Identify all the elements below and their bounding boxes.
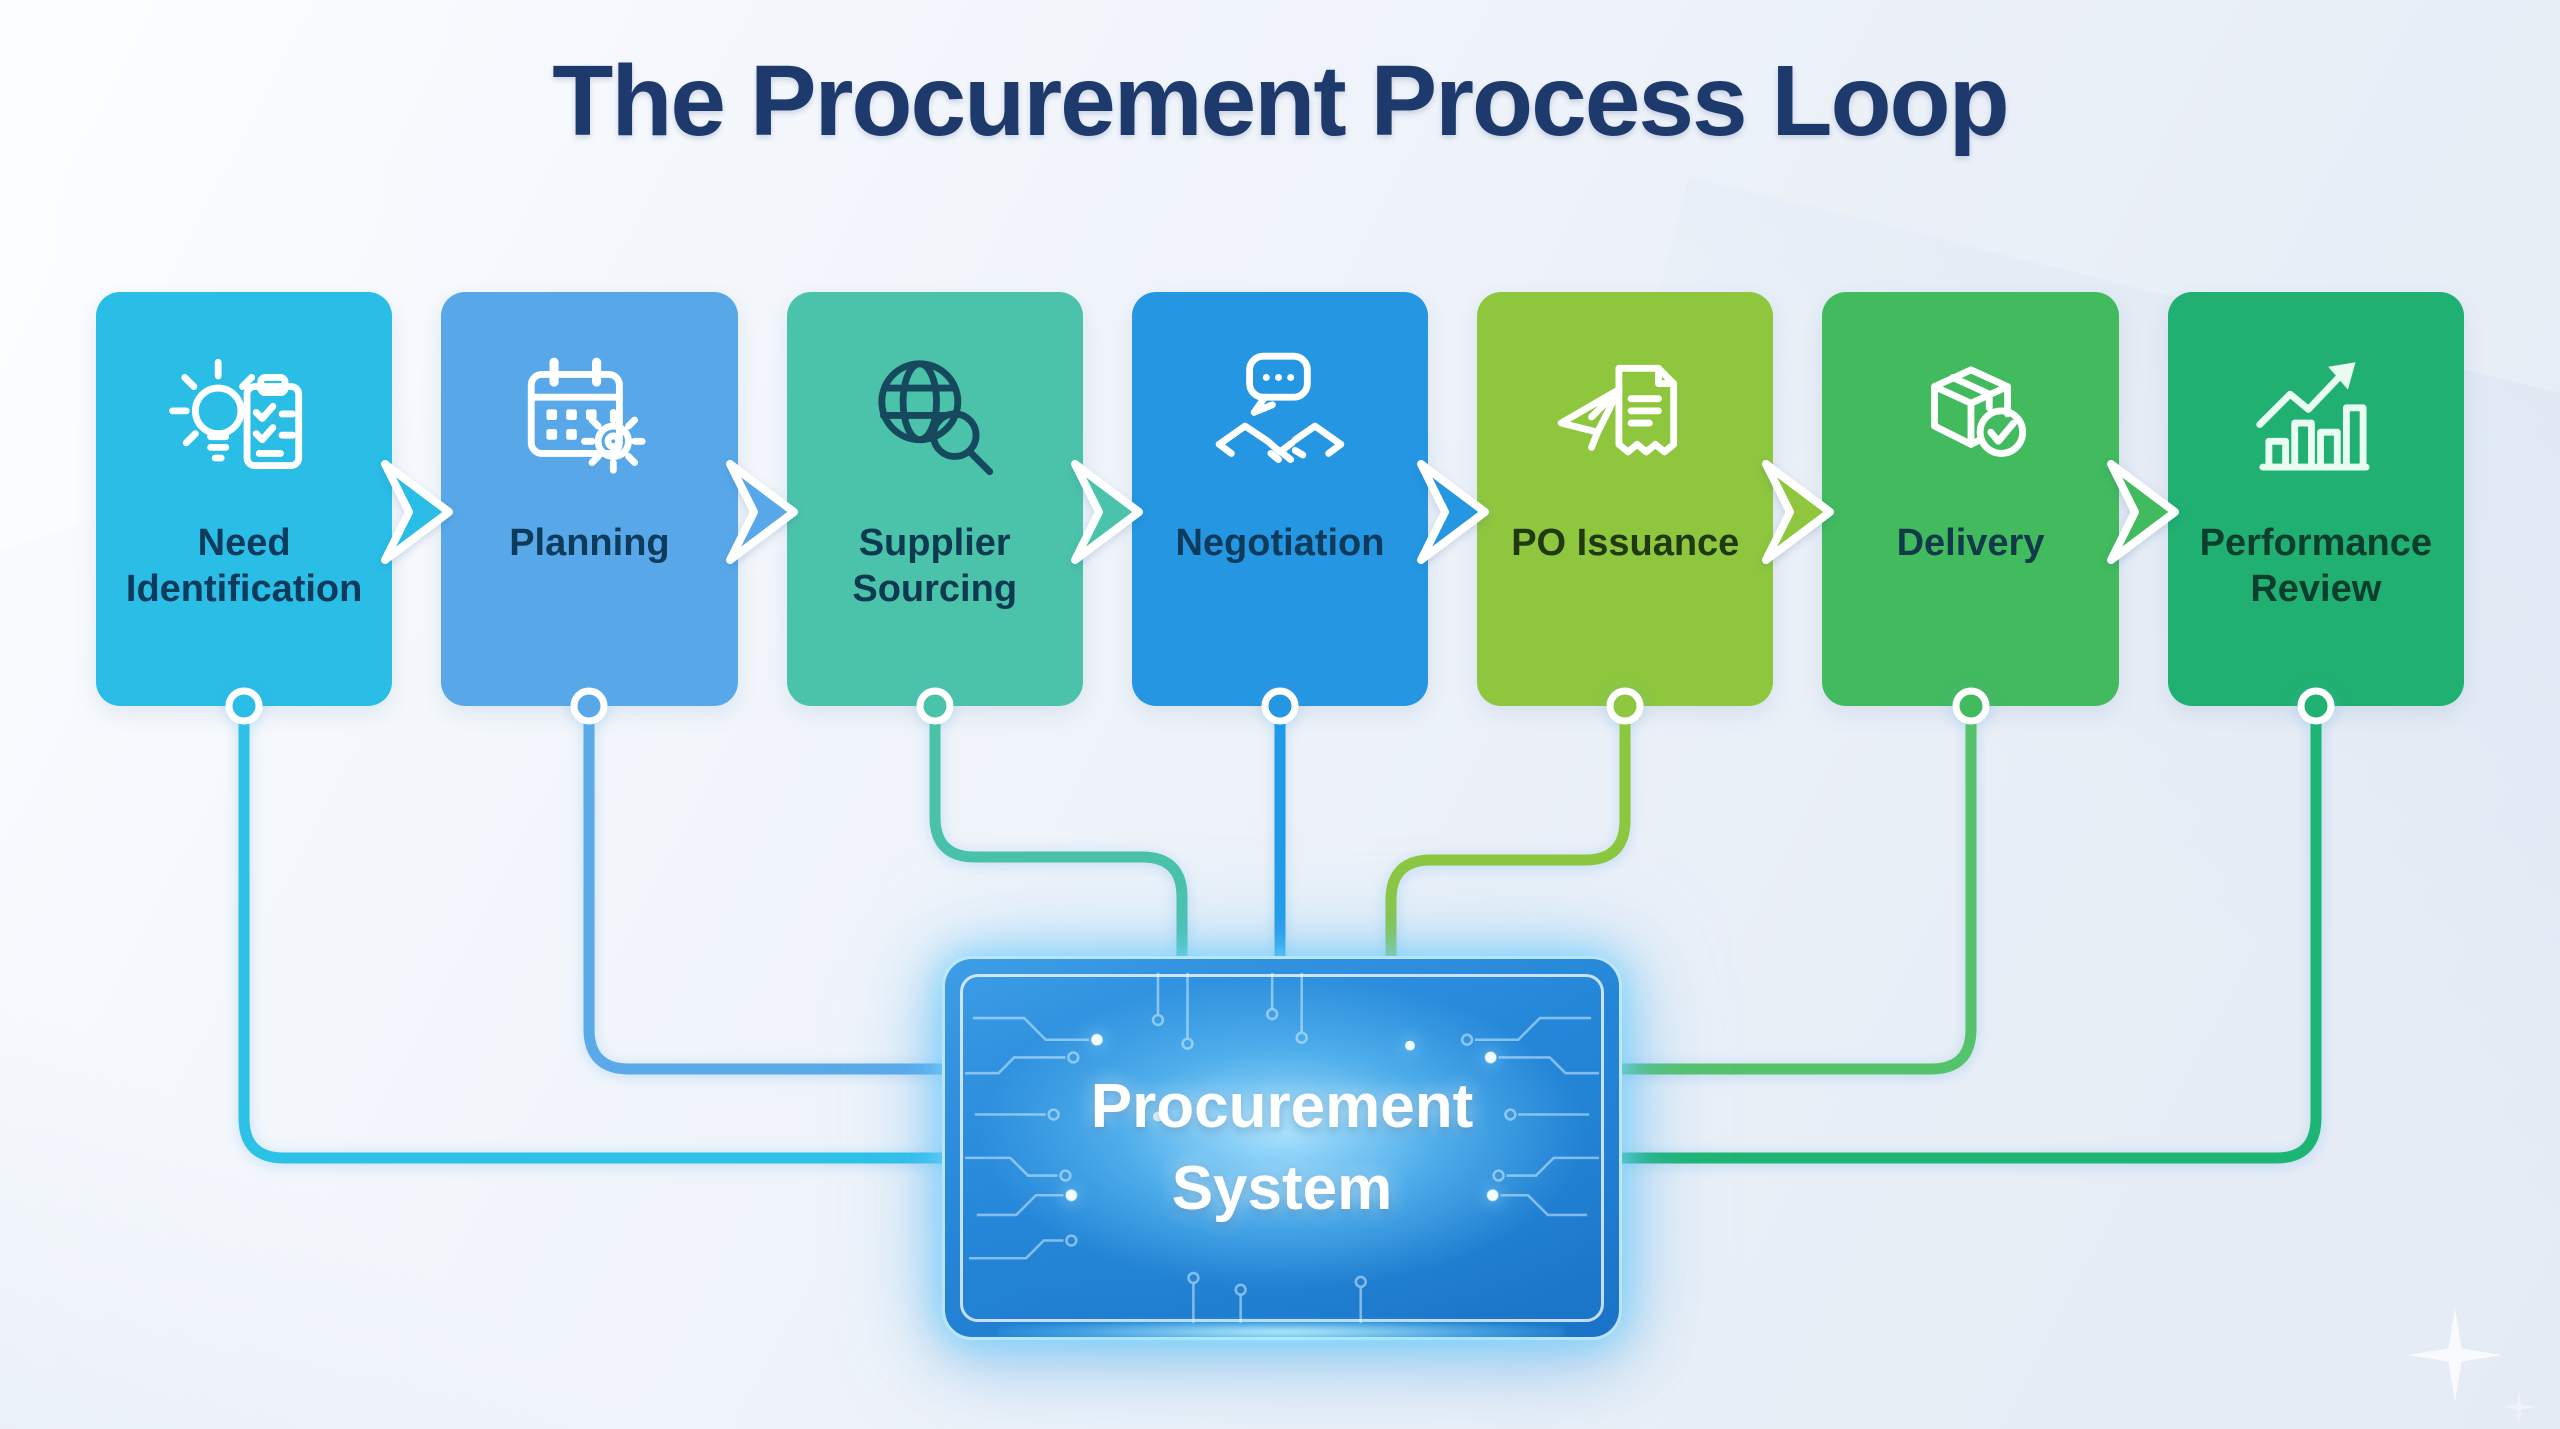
system-label: Procurement System (1090, 1072, 1474, 1223)
process-steps-row: Need Identification Planning (96, 292, 2464, 706)
connector-line-po-issuance (1385, 708, 1631, 972)
arrow-right-icon (726, 460, 798, 564)
paper-plane-document-icon (1549, 344, 1701, 496)
arrow-right-icon (1417, 460, 1489, 564)
connector-line-performance-review (1606, 708, 2322, 1164)
step-label: Planning (509, 522, 670, 564)
connector-line-delivery (1606, 708, 1977, 1075)
arrow-right-icon (1762, 460, 1834, 564)
package-check-icon (1895, 344, 2047, 496)
step-performance-review: Performance Review (2167, 292, 2464, 706)
page-title: The Procurement Process Loop (552, 45, 2009, 157)
step-supplier-sourcing: Supplier Sourcing (786, 292, 1083, 706)
step-label: Performance Review (2199, 522, 2432, 611)
chat-handshake-icon (1204, 344, 1356, 496)
step-planning: Planning (441, 292, 738, 706)
arrow-right-icon (381, 460, 453, 564)
calendar-gear-icon (513, 344, 665, 496)
step-label: Delivery (1896, 522, 2045, 564)
sparkle-icon (2502, 1390, 2536, 1424)
connector-line-need-identification (238, 708, 958, 1164)
arrow-right-icon (1071, 460, 1143, 564)
step-label: Supplier Sourcing (852, 522, 1018, 611)
step-po-issuance: PO Issuance (1477, 292, 1774, 706)
step-negotiation: Negotiation (1131, 292, 1429, 706)
step-delivery: Delivery (1822, 292, 2119, 706)
connector-line-planning (583, 708, 958, 1075)
step-label: PO Issuance (1511, 522, 1740, 564)
chart-growth-icon (2240, 344, 2392, 496)
step-label: Negotiation (1175, 522, 1385, 564)
globe-search-icon (859, 344, 1011, 496)
procurement-system-box: Procurement System (942, 956, 1622, 1345)
step-need-identification: Need Identification (96, 292, 393, 706)
background-streak (0, 955, 800, 1429)
connector-line-supplier-sourcing (929, 708, 1188, 972)
lightbulb-checklist-icon (168, 344, 320, 496)
step-label: Need Identification (125, 522, 363, 611)
arrow-right-icon (2107, 460, 2179, 564)
sparkle-icon (2408, 1308, 2502, 1402)
